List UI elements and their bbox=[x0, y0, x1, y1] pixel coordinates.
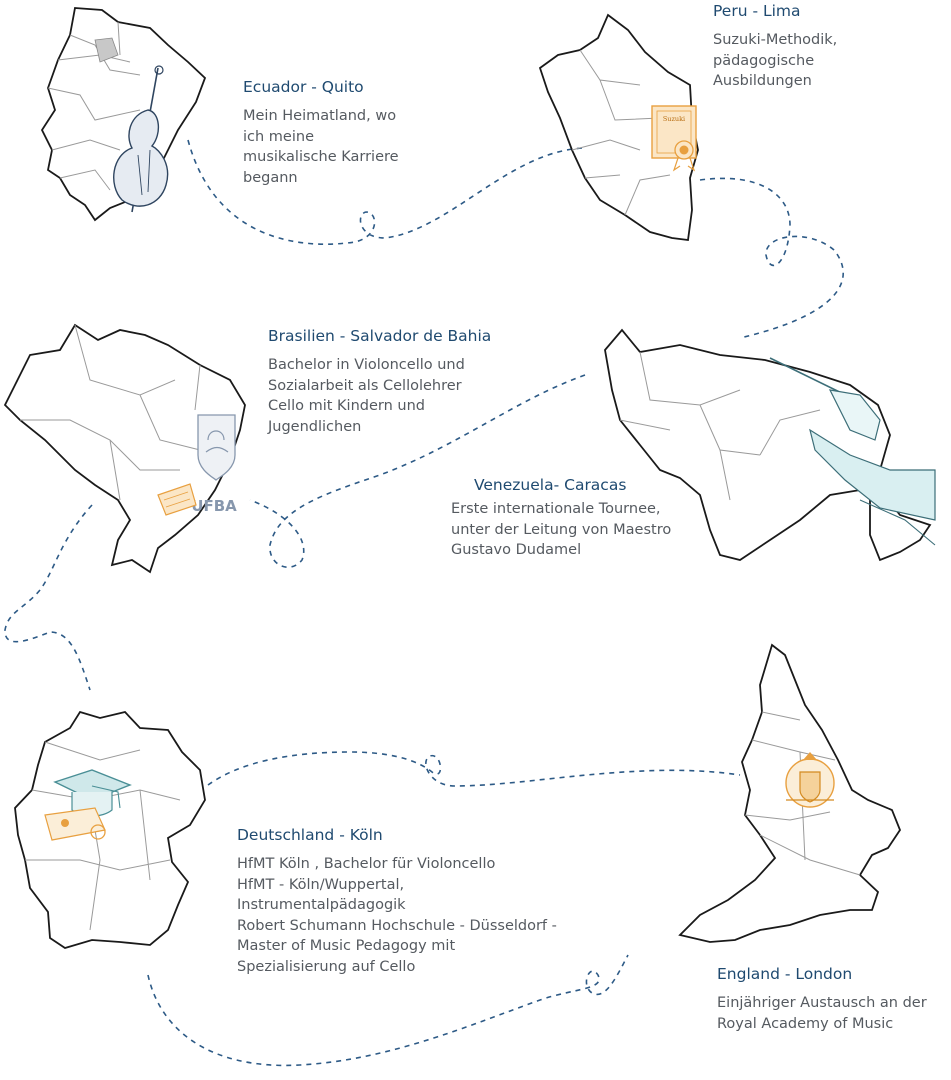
stop-deutschland: Deutschland - Köln HfMT Köln , Bachelor … bbox=[237, 826, 557, 977]
peru-map bbox=[538, 13, 699, 242]
england-map bbox=[678, 643, 902, 943]
stop-title: Brasilien - Salvador de Bahia bbox=[268, 327, 492, 345]
stop-line: Cello mit Kindern und bbox=[268, 398, 425, 414]
stop-line: musikalische Karriere bbox=[243, 149, 399, 165]
stop-line: Bachelor in Violoncello und bbox=[268, 357, 465, 373]
stop-title: Venezuela- Caracas bbox=[474, 476, 627, 494]
double-bass-icon bbox=[113, 65, 169, 213]
stop-line: pädagogische bbox=[713, 52, 815, 69]
journey-route bbox=[4, 139, 844, 1067]
stop-england: England - London Einjähriger Austausch a… bbox=[717, 965, 927, 1034]
stop-line: begann bbox=[243, 169, 298, 186]
brazil-map bbox=[3, 323, 246, 574]
stop-line: unter der Leitung von Maestro bbox=[451, 521, 672, 538]
stop-title: Peru - Lima bbox=[713, 2, 801, 20]
stop-title: Ecuador - Quito bbox=[243, 78, 364, 96]
stop-line: Royal Academy of Music bbox=[717, 1015, 894, 1032]
venezuela-map bbox=[604, 328, 932, 562]
stop-line: Instrumentalpädagogik bbox=[237, 897, 406, 913]
stop-brasilien: Brasilien - Salvador de Bahia Bachelor i… bbox=[268, 327, 491, 437]
stop-line: Mein Heimatland, wo bbox=[243, 108, 397, 124]
stop-line: HfMT - Köln/Wuppertal, bbox=[237, 876, 405, 893]
stop-ecuador: Ecuador - Quito Mein Heimatland, wo ich … bbox=[243, 78, 399, 188]
stop-line: Gustavo Dudamel bbox=[451, 542, 582, 558]
germany-map bbox=[14, 710, 206, 949]
stop-title: Deutschland - Köln bbox=[237, 826, 383, 844]
certificate-icon: Suzuki bbox=[651, 105, 697, 172]
stop-venezuela-text: Erste internationale Tournee, unter der … bbox=[451, 499, 671, 561]
stop-line: ich meine bbox=[243, 128, 314, 145]
stop-line: HfMT Köln , Bachelor für Violoncello bbox=[237, 856, 496, 872]
royal-coat-of-arms-icon bbox=[785, 752, 835, 808]
stop-line: Robert Schumann Hochschule - Düsseldorf … bbox=[237, 917, 557, 934]
conductor-hands-icon bbox=[769, 357, 936, 546]
stop-title: England - London bbox=[717, 965, 853, 983]
stop-line: Erste internationale Tournee, bbox=[451, 501, 661, 517]
stop-line: Ausbildungen bbox=[713, 73, 812, 89]
stop-line: Jugendlichen bbox=[268, 418, 362, 435]
stop-line: Spezialisierung auf Cello bbox=[237, 958, 416, 975]
university-crest-icon: UFBA bbox=[157, 414, 237, 516]
stop-line: Master of Music Pedagogy mit bbox=[237, 938, 456, 954]
stop-peru: Peru - Lima Suzuki-Methodik, pädagogisch… bbox=[713, 2, 837, 92]
graduation-cap-icon bbox=[44, 769, 132, 841]
stop-line: Sozialarbeit als Cellolehrer bbox=[268, 377, 462, 394]
stop-line: Einjähriger Austausch an der bbox=[717, 995, 927, 1011]
stop-venezuela: Venezuela- Caracas bbox=[474, 476, 626, 500]
stop-line: Suzuki-Methodik, bbox=[713, 32, 838, 48]
certificate-label: Suzuki bbox=[663, 115, 685, 123]
ufba-label: UFBA bbox=[191, 497, 237, 515]
